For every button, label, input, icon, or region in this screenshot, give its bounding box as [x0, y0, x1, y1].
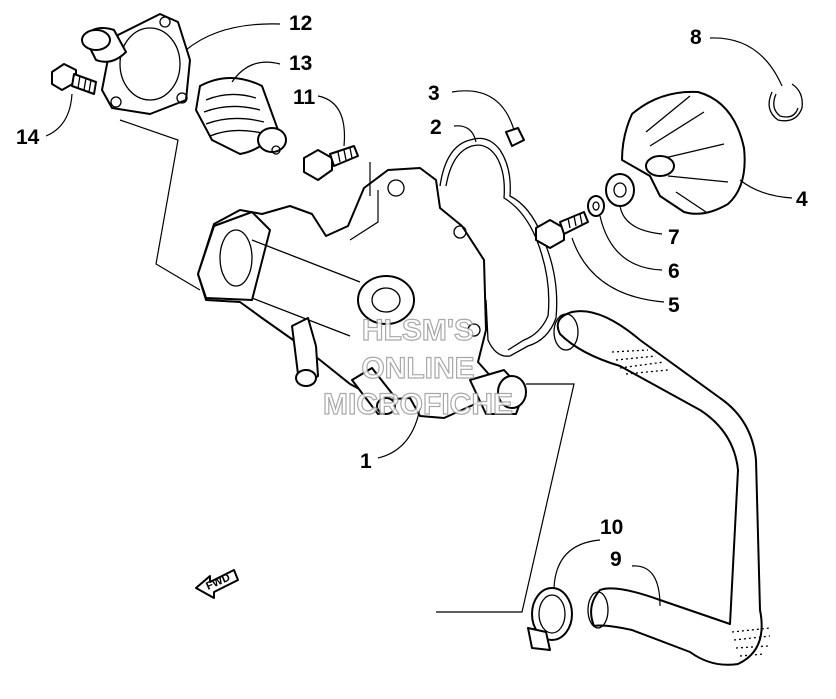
callout-4: 4: [796, 188, 808, 211]
callout-13: 13: [289, 52, 312, 75]
callout-2: 2: [430, 116, 442, 139]
thermostat-housing-cover: [81, 13, 191, 115]
watermark-line-2: ONLINE: [361, 352, 474, 385]
dowel-pin: [505, 127, 525, 147]
bolt-5: [535, 211, 589, 249]
bolt-14: [51, 63, 97, 95]
hose-clamp: [527, 587, 573, 651]
washer-6: [587, 195, 605, 217]
water-pump-housing: [197, 167, 527, 419]
callout-10: 10: [600, 516, 623, 539]
callout-8: 8: [690, 26, 702, 49]
callout-1: 1: [360, 450, 372, 473]
callout-7: 7: [668, 226, 680, 249]
callout-labels: 12 13 11 14 3 2 8 4 7 6 5 1 10 9: [16, 12, 808, 571]
thermostat: [195, 77, 287, 155]
leader-lines: [45, 23, 793, 613]
callout-3: 3: [428, 82, 440, 105]
callout-12: 12: [289, 12, 312, 35]
callout-9: 9: [610, 548, 622, 571]
callout-6: 6: [668, 260, 680, 283]
callout-5: 5: [668, 294, 680, 317]
watermark-line-1: HLSM'S: [362, 314, 474, 347]
washer-7: [605, 173, 635, 207]
bolt-11: [303, 145, 359, 181]
callout-11: 11: [293, 86, 316, 109]
forward-direction-marker: FWD: [195, 569, 239, 599]
gasket: [439, 137, 558, 357]
watermark: HLSM'S ONLINE MICROFICHE: [322, 313, 513, 421]
coolant-hose: [553, 310, 771, 666]
watermark-line-3: MICROFICHE: [323, 388, 513, 421]
circlip: [768, 83, 803, 122]
impeller: [621, 90, 746, 215]
callout-14: 14: [16, 126, 40, 149]
